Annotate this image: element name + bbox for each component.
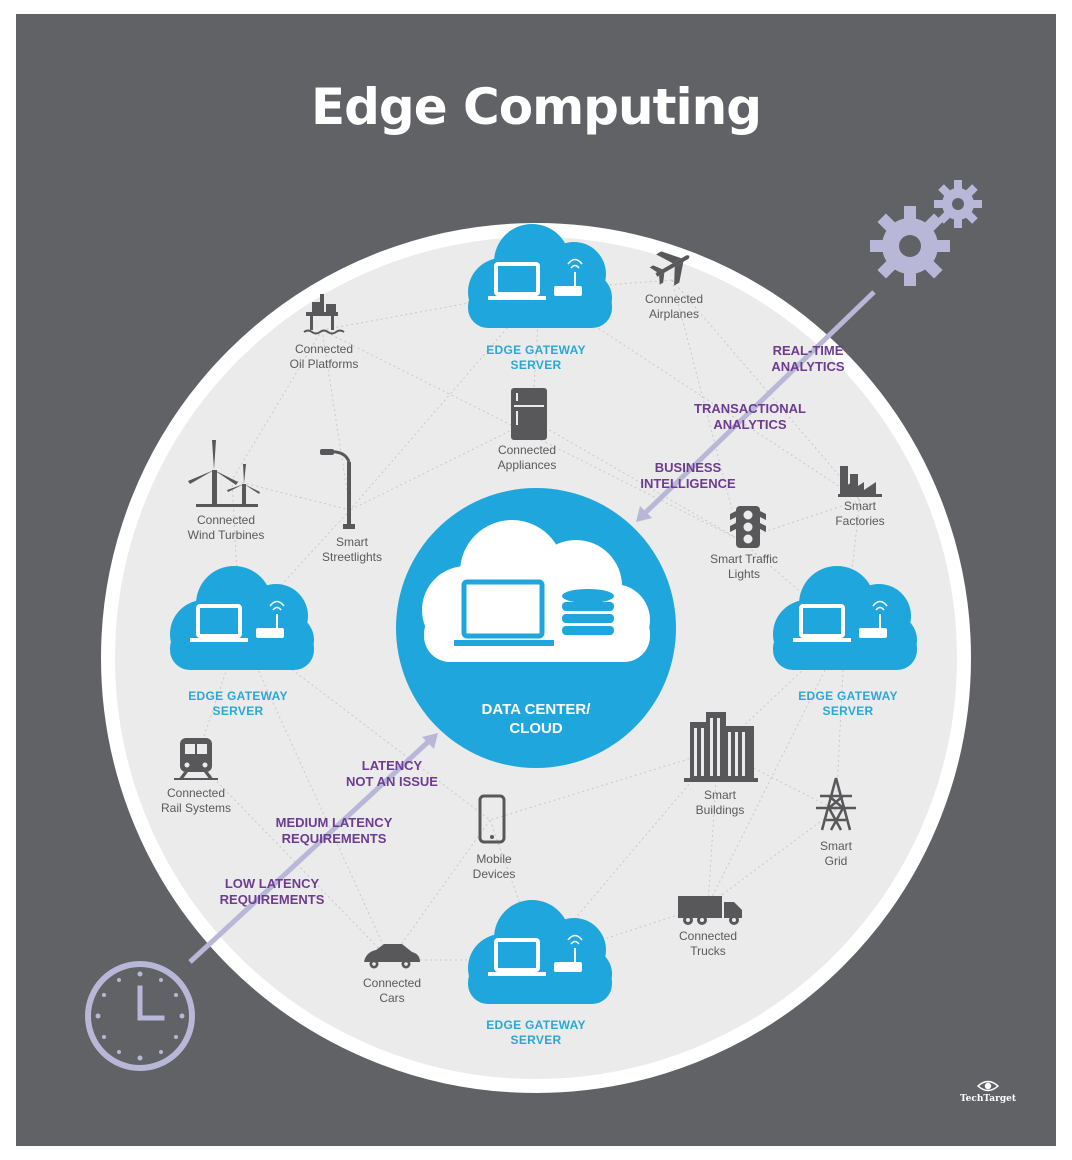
refrigerator-icon [511,388,547,440]
label-smart-streetlights: Smart Streetlights [322,535,382,565]
gateway-label-line2: SERVER [212,704,264,718]
label-latency-not-an-issue: LATENCY NOT AN ISSUE [346,758,438,790]
analytics-arrow [636,290,876,522]
label-line2: Rail Systems [160,801,232,815]
gears-icon [870,180,982,286]
oil-platform-icon [303,294,345,335]
label-line1: Mobile [476,852,512,866]
techtarget-logo: TechTarget [960,1094,1016,1104]
label-line2: Factories [835,514,885,528]
truck-icon [678,896,742,925]
label-line1: Smart [703,788,737,802]
label-line2: Wind Turbines [187,528,265,542]
label-connected-cars: Connected Cars [363,976,421,1006]
label-real-time-analytics: REAL-TIME ANALYTICS [771,343,844,375]
data-center-label-line1: DATA CENTER/ [481,701,591,718]
smartphone-icon [478,794,506,844]
data-center-label: DATA CENTER/ CLOUD [482,700,591,738]
label-line2: ANALYTICS [771,359,845,374]
label-line2: Buildings [695,803,745,817]
label-smart-grid: Smart Grid [820,839,852,869]
gateway-label-line1: EDGE GATEWAY [486,1018,586,1032]
airplane-icon [649,251,690,286]
label-medium-latency: MEDIUM LATENCY REQUIREMENTS [276,815,393,847]
label-line1: LOW LATENCY [224,876,320,891]
label-transactional-analytics: TRANSACTIONAL ANALYTICS [694,401,806,433]
label-line2: NOT AN ISSUE [346,774,438,789]
gateway-label-line1: EDGE GATEWAY [188,689,288,703]
gateway-label-bottom: EDGE GATEWAY SERVER [486,1018,586,1048]
label-line2: Airplanes [648,307,700,321]
label-line2: Devices [472,867,516,881]
label-line2: REQUIREMENTS [281,831,387,846]
factory-icon [838,466,882,497]
latency-arrow [188,733,438,964]
label-line1: TRANSACTIONAL [694,401,806,416]
train-icon [174,738,218,780]
eye-icon [976,1080,1000,1092]
label-smart-factories: Smart Factories [835,499,884,529]
label-smart-buildings: Smart Buildings [696,788,745,818]
label-line1: LATENCY [361,758,423,773]
label-line1: BUSINESS [654,460,722,475]
label-connected-airplanes: Connected Airplanes [645,292,703,322]
label-line2: Oil Platforms [289,357,359,371]
streetlight-icon [320,449,355,529]
gateway-label-line2: SERVER [510,358,562,372]
building-icon [684,712,758,782]
gateway-label-top: EDGE GATEWAY SERVER [486,343,586,373]
label-line1: Connected [196,513,256,527]
label-line1: Connected [362,976,422,990]
page-title: Edge Computing [310,78,762,136]
label-line1: Smart [335,535,368,549]
label-line2: Grid [824,854,848,868]
label-line1: Connected [497,443,557,457]
label-line2: ANALYTICS [713,417,787,432]
label-line2: Lights [727,567,761,581]
power-tower-icon [816,777,856,831]
wind-turbine-icon [188,440,260,507]
gateway-label-right: EDGE GATEWAY SERVER [798,689,898,719]
label-connected-oil-platforms: Connected Oil Platforms [290,342,359,372]
label-line2: Trucks [690,944,726,958]
traffic-light-icon [730,506,766,548]
label-line2: INTELLIGENCE [640,476,736,491]
label-line2: REQUIREMENTS [219,892,325,907]
label-business-intelligence: BUSINESS INTELLIGENCE [640,460,735,492]
label-line1: Smart Traffic [710,552,778,566]
label-smart-traffic-lights: Smart Traffic Lights [710,552,778,582]
label-connected-rail-systems: Connected Rail Systems [161,786,231,816]
car-icon [364,944,420,969]
gateway-label-line1: EDGE GATEWAY [798,689,898,703]
database-icon [562,589,614,635]
gateway-label-line2: SERVER [822,704,874,718]
label-line2: Cars [379,991,405,1005]
data-center-label-line2: CLOUD [509,720,563,737]
label-line1: Connected [678,929,738,943]
gateway-label-line2: SERVER [510,1033,562,1047]
label-line1: Connected [166,786,226,800]
label-line1: MEDIUM LATENCY [275,815,393,830]
label-connected-wind-turbines: Connected Wind Turbines [188,513,265,543]
laptop-icon [454,579,554,646]
label-line1: Connected [644,292,704,306]
data-center-cloud [396,488,676,768]
label-low-latency: LOW LATENCY REQUIREMENTS [220,876,325,908]
label-line1: REAL-TIME [772,343,844,358]
gateway-label-left: EDGE GATEWAY SERVER [188,689,288,719]
label-line1: Connected [294,342,354,356]
label-line2: Appliances [497,458,557,472]
gateway-label-line1: EDGE GATEWAY [486,343,586,357]
clock-icon [85,961,195,1071]
label-mobile-devices: Mobile Devices [473,852,516,882]
label-line1: Smart [819,839,853,853]
label-connected-appliances: Connected Appliances [498,443,557,473]
label-line1: Smart [843,499,877,513]
label-connected-trucks: Connected Trucks [679,929,737,959]
label-line2: Streetlights [321,550,383,564]
